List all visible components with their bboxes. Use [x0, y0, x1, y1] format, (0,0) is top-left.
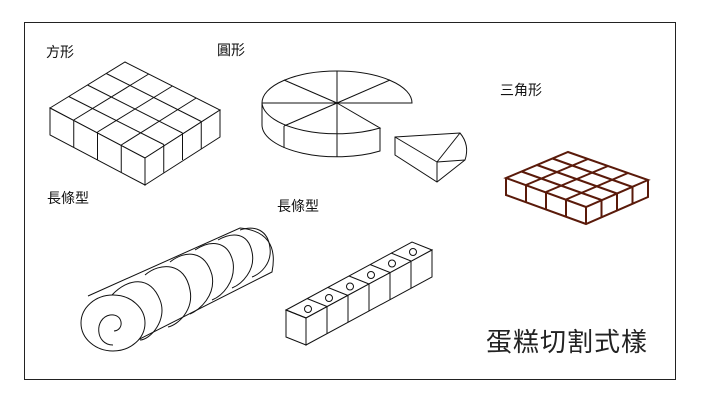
triangle-grid — [503, 150, 651, 226]
label-triangle: 三角形 — [500, 83, 542, 99]
square-cake — [48, 61, 222, 186]
round-cake — [261, 70, 413, 158]
cake-slice — [394, 132, 468, 183]
swiss-roll — [80, 227, 274, 352]
label-round: 圓形 — [217, 43, 245, 59]
diagram-title: 蛋糕切割式樣 — [486, 328, 649, 358]
long-bar — [284, 241, 434, 346]
label-long-left: 長條型 — [47, 191, 89, 207]
diagram-frame — [24, 22, 676, 380]
label-long-mid: 長條型 — [277, 199, 319, 215]
label-square: 方形 — [46, 45, 74, 61]
